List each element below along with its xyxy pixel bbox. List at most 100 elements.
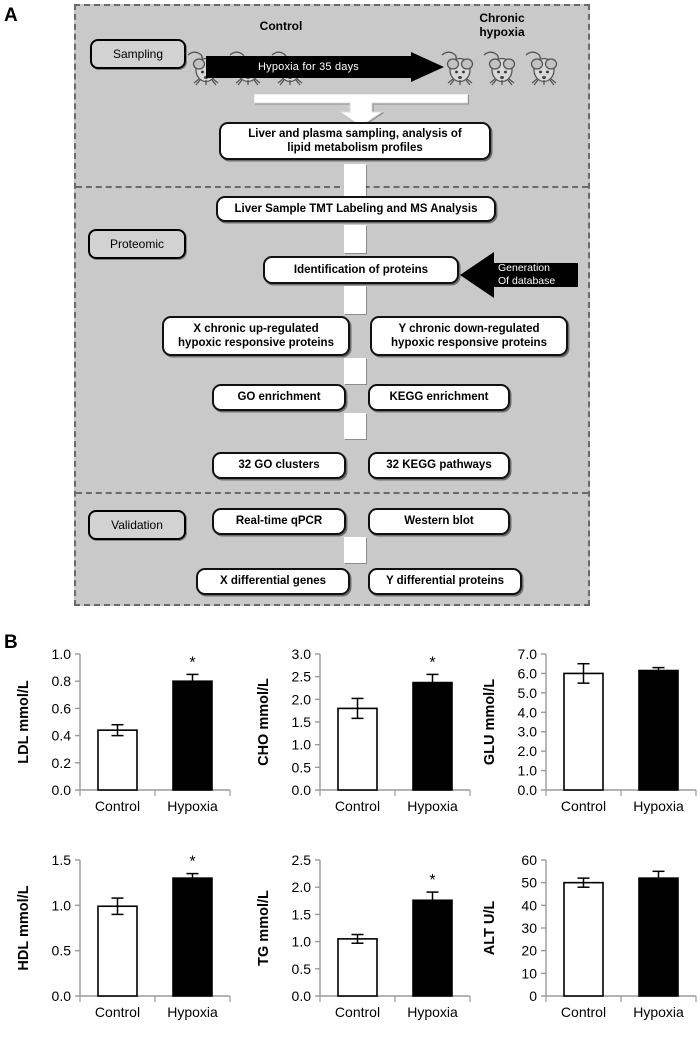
flow-box-western-blot-text: Western blot [404, 515, 474, 528]
y-tick-label: 2.0 [518, 743, 538, 759]
stage-label-sampling[interactable]: Sampling [90, 39, 186, 69]
arrow-down-regulated-to-enrichment [344, 358, 366, 384]
y-axis-label: ALT U/L [482, 901, 498, 956]
y-tick-label: 3.0 [518, 724, 538, 740]
significance-marker: * [429, 872, 435, 889]
flow-box-kegg-pathways-text: 32 KEGG pathways [386, 459, 492, 472]
y-tick-label: 2.0 [292, 691, 312, 707]
y-tick-label: 1.0 [292, 737, 312, 753]
y-tick-label: 60 [521, 852, 537, 868]
x-tick-label: Control [95, 1004, 140, 1020]
arrow-down-tmt-to-identification [344, 225, 366, 253]
flow-box-sampling-analysis[interactable]: Liver and plasma sampling, analysis of l… [219, 122, 491, 160]
error-bar [111, 897, 124, 916]
flow-box-up-regulated[interactable]: X chronic up-regulated hypoxic responsiv… [162, 316, 350, 356]
y-tick-label: 1.5 [52, 852, 72, 868]
bar-control [337, 707, 378, 791]
panel-b-letter: B [4, 632, 18, 653]
flow-box-qpcr[interactable]: Real-time qPCR [212, 508, 346, 535]
y-tick-label: 1.5 [292, 714, 312, 730]
sampling-bracket-arrow [254, 94, 468, 126]
y-tick-label: 3.0 [292, 646, 312, 662]
y-tick-label: 0.0 [292, 782, 312, 798]
y-tick-label: 0.5 [292, 759, 312, 775]
error-bar [186, 872, 199, 884]
flow-box-go-clusters[interactable]: 32 GO clusters [212, 452, 346, 479]
bar-control [97, 905, 138, 997]
significance-marker: * [429, 654, 435, 671]
flow-box-up-regulated-line2: hypoxic responsive proteins [178, 337, 334, 349]
bar-hypoxia [638, 877, 679, 997]
stage-label-validation-text: Validation [111, 518, 163, 532]
flow-box-kegg-enrichment-text: KEGG enrichment [389, 391, 489, 404]
stage-label-proteomic[interactable]: Proteomic [88, 229, 186, 259]
database-arrow-label: Generation Of database [498, 250, 578, 300]
heading-control: Control [259, 19, 303, 33]
bar-hypoxia [172, 877, 213, 997]
x-tick-label: Hypoxia [167, 798, 218, 814]
flow-box-down-regulated[interactable]: Y chronic down-regulated hypoxic respons… [370, 316, 568, 356]
y-tick-label: 2.0 [292, 879, 312, 895]
flow-box-go-enrichment[interactable]: GO enrichment [212, 384, 346, 411]
y-axis-label: LDL mmol/L [16, 680, 32, 764]
y-tick-label: 0.6 [52, 700, 72, 716]
y-tick-label: 0 [529, 988, 537, 1004]
section-divider-proteomic-validation [76, 492, 588, 494]
mouse-icon-hypoxia-2 [482, 48, 522, 88]
flow-box-kegg-enrichment[interactable]: KEGG enrichment [368, 384, 510, 411]
heading-chronic-hypoxia: Chronic hypoxia [454, 11, 550, 40]
flow-box-go-enrichment-text: GO enrichment [237, 391, 321, 404]
y-axis-label: HDL mmol/L [16, 885, 32, 970]
flow-box-western-blot[interactable]: Western blot [368, 508, 510, 535]
error-bar [426, 891, 439, 910]
y-tick-label: 6.0 [518, 665, 538, 681]
y-tick-label: 0.8 [52, 673, 72, 689]
arrow-down-sampling-to-tmt [344, 164, 366, 196]
x-tick-label: Control [335, 798, 380, 814]
y-tick-label: 0.2 [52, 755, 72, 771]
error-bar [577, 662, 590, 684]
arrow-down-identification-to-regulated [344, 286, 366, 314]
error-bar [351, 933, 364, 944]
stage-label-sampling-text: Sampling [112, 47, 164, 61]
y-tick-label: 4.0 [518, 704, 538, 720]
stage-label-validation[interactable]: Validation [88, 510, 186, 540]
error-bar [426, 673, 439, 692]
y-tick-label: 30 [521, 920, 537, 936]
arrow-down-validation-to-differential [344, 537, 366, 563]
flow-box-differential-proteins[interactable]: Y differential proteins [368, 568, 522, 595]
section-divider-sampling-proteomic [76, 186, 588, 188]
x-tick-label: Hypoxia [407, 1004, 458, 1020]
flow-box-differential-genes[interactable]: X differential genes [196, 568, 350, 595]
y-tick-label: 1.5 [292, 906, 312, 922]
y-tick-label: 7.0 [518, 646, 538, 662]
flow-box-identification[interactable]: Identification of proteins [263, 256, 459, 284]
error-bar [652, 870, 665, 886]
y-tick-label: 1.0 [52, 897, 72, 913]
flow-box-tmt-labeling-text: Liver Sample TMT Labeling and MS Analysi… [234, 202, 478, 215]
stage-label-proteomic-text: Proteomic [109, 237, 165, 251]
x-tick-label: Hypoxia [167, 1004, 218, 1020]
panel-a-letter: A [4, 5, 18, 26]
flow-box-identification-text: Identification of proteins [293, 263, 429, 276]
error-bar [652, 666, 665, 675]
flowchart-panel: Sampling Proteomic Validation Control Ch… [74, 4, 590, 606]
y-tick-label: 0.0 [292, 988, 312, 1004]
database-arrow-line1: Generation [498, 262, 550, 275]
y-tick-label: 0.0 [52, 988, 72, 1004]
error-bar [577, 877, 590, 888]
flow-box-tmt-labeling[interactable]: Liver Sample TMT Labeling and MS Analysi… [216, 196, 496, 222]
y-tick-label: 2.5 [292, 852, 312, 868]
flow-box-sampling-analysis-line2: lipid metabolism profiles [287, 142, 423, 154]
flow-box-go-clusters-text: 32 GO clusters [238, 459, 320, 472]
flow-box-kegg-pathways[interactable]: 32 KEGG pathways [368, 452, 510, 479]
hypoxia-arrow-label: Hypoxia for 35 days [257, 61, 360, 73]
y-tick-label: 5.0 [518, 685, 538, 701]
y-tick-label: 0.4 [52, 728, 72, 744]
y-axis-label: CHO mmol/L [256, 678, 272, 766]
